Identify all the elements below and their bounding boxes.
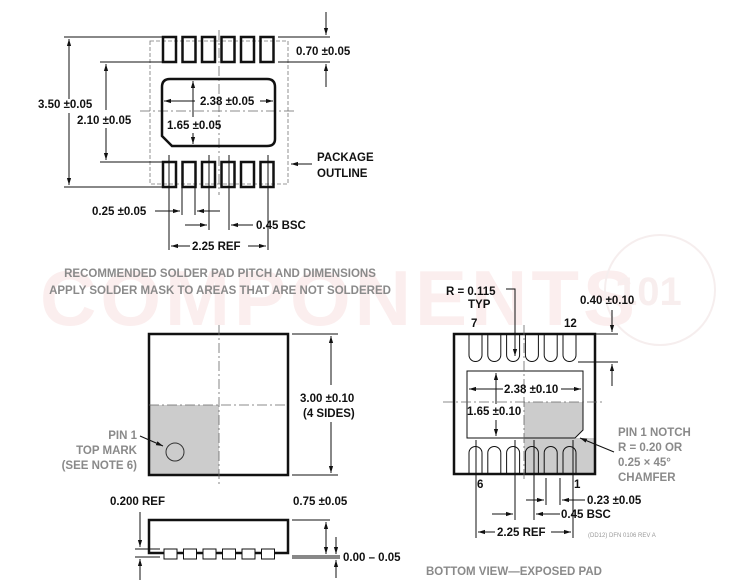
svg-text:COMPONENTS: COMPONENTS: [40, 254, 639, 342]
side-lead: [163, 548, 178, 560]
lead-bottom: [543, 446, 558, 474]
pin1-mark-label-3: (SEE NOTE 6): [62, 460, 138, 472]
lead-bottom: [524, 446, 539, 474]
solder-pad: [181, 160, 197, 189]
solder-pad: [200, 35, 217, 64]
bottom-view-title: BOTTOM VIEW—EXPOSED PAD: [426, 566, 602, 578]
pin1-mark-label-2: TOP MARK: [76, 445, 138, 457]
solder-pad: [161, 35, 178, 64]
solder-pad: [220, 160, 236, 189]
dim-center-width: 2.38 ±0.05: [200, 96, 255, 108]
pin1-notch-label-3: 0.25 × 45°: [618, 457, 671, 469]
top-pads: [161, 35, 275, 64]
bottom-pads: [161, 160, 275, 189]
bottom-view: 7 12 6 1 R = 0.115 TYP 0.40 ±0.10 2.38 ±…: [426, 286, 691, 578]
lead-top: [506, 334, 521, 362]
dim-pitch: 0.45 BSC: [561, 509, 611, 521]
side-body: [147, 518, 290, 555]
dim-span: 2.25 REF: [497, 527, 546, 539]
lead-top: [562, 334, 577, 362]
dim-ref: 0.200 REF: [110, 496, 165, 508]
solder-pad: [259, 160, 275, 189]
bottom-body: [452, 332, 597, 476]
dim-lead-length: 0.40 ±0.10: [580, 295, 634, 307]
solder-pad-layout: 3.50 ±0.05 2.10 ±0.05 0.70 ±0.05 2.38 ±0…: [38, 12, 391, 297]
top-leads: [468, 334, 577, 362]
top-view: PIN 1 TOP MARK (SEE NOTE 6) 3.00 ±0.10 (…: [62, 325, 355, 485]
solder-pad: [259, 35, 275, 64]
side-lead: [241, 548, 256, 560]
radius-typ: TYP: [468, 299, 491, 311]
side-lead: [261, 548, 275, 560]
pin1-notch-label-2: R = 0.20 OR: [618, 442, 683, 454]
side-pads: [163, 548, 275, 560]
watermark: COMPONENTS 101: [40, 234, 716, 346]
pin-label-12: 12: [564, 318, 577, 330]
radius-label: R = 0.115: [446, 286, 496, 298]
lead-bottom: [506, 446, 521, 474]
caption-line-1: RECOMMENDED SOLDER PAD PITCH AND DIMENSI…: [64, 268, 376, 280]
lead-bottom: [487, 446, 502, 474]
dim-pitch: 0.45 BSC: [256, 220, 306, 232]
center-pad: [160, 77, 277, 148]
pin-label-7: 7: [471, 318, 477, 330]
solder-pad: [181, 35, 197, 64]
dim-lead-width: 0.23 ±0.05: [587, 495, 642, 507]
dim-size-note: (4 SIDES): [303, 408, 355, 420]
package-outline-label-2: OUTLINE: [317, 168, 368, 180]
dim-height: 0.75 ±0.05: [293, 496, 348, 508]
package-outline-label: PACKAGE: [317, 152, 374, 164]
dim-size: 3.00 ±0.10: [300, 393, 354, 405]
side-lead: [222, 548, 236, 560]
dim-height-inner: 2.10 ±0.05: [77, 115, 132, 127]
side-view: 0.200 REF 0.75 ±0.05 0.00 – 0.05: [110, 496, 401, 580]
dim-pad-length: 0.70 ±0.05: [296, 46, 351, 58]
lead-top: [543, 334, 558, 362]
dim-span: 2.25 REF: [192, 241, 241, 253]
lead-top: [524, 334, 539, 362]
lead-top: [468, 334, 483, 362]
package-outline: [149, 40, 289, 185]
drawing-id: (DD12) DFN 0106 REV A: [588, 533, 656, 539]
pin1-notch-label-4: CHAMFER: [618, 472, 676, 484]
lead-top: [487, 334, 502, 362]
lead-bottom: [562, 446, 577, 474]
dim-pad-height: 1.65 ±0.10: [467, 406, 521, 418]
pin1-mark-circle: [165, 442, 185, 462]
pin1-notch-label: PIN 1 NOTCH: [618, 427, 691, 439]
exposed-pad: [466, 370, 584, 439]
dim-center-height: 1.65 ±0.05: [167, 120, 222, 132]
dim-height-total: 3.50 ±0.05: [38, 99, 93, 111]
solder-pad: [239, 160, 256, 189]
side-lead: [202, 548, 217, 560]
pin-label-1: 1: [574, 479, 581, 491]
caption-line-2: APPLY SOLDER MASK TO AREAS THAT ARE NOT …: [49, 285, 391, 297]
dim-pad-width: 2.38 ±0.10: [504, 384, 558, 396]
svg-text:101: 101: [615, 270, 682, 314]
solder-pad: [220, 35, 236, 64]
dim-pad-width: 0.25 ±0.05: [92, 206, 147, 218]
pin-label-6: 6: [477, 479, 483, 491]
side-lead: [183, 548, 197, 560]
dim-standoff: 0.00 – 0.05: [343, 552, 401, 564]
package-body: [147, 332, 290, 477]
solder-pad: [239, 35, 256, 64]
pin1-mark-label: PIN 1: [108, 430, 137, 442]
